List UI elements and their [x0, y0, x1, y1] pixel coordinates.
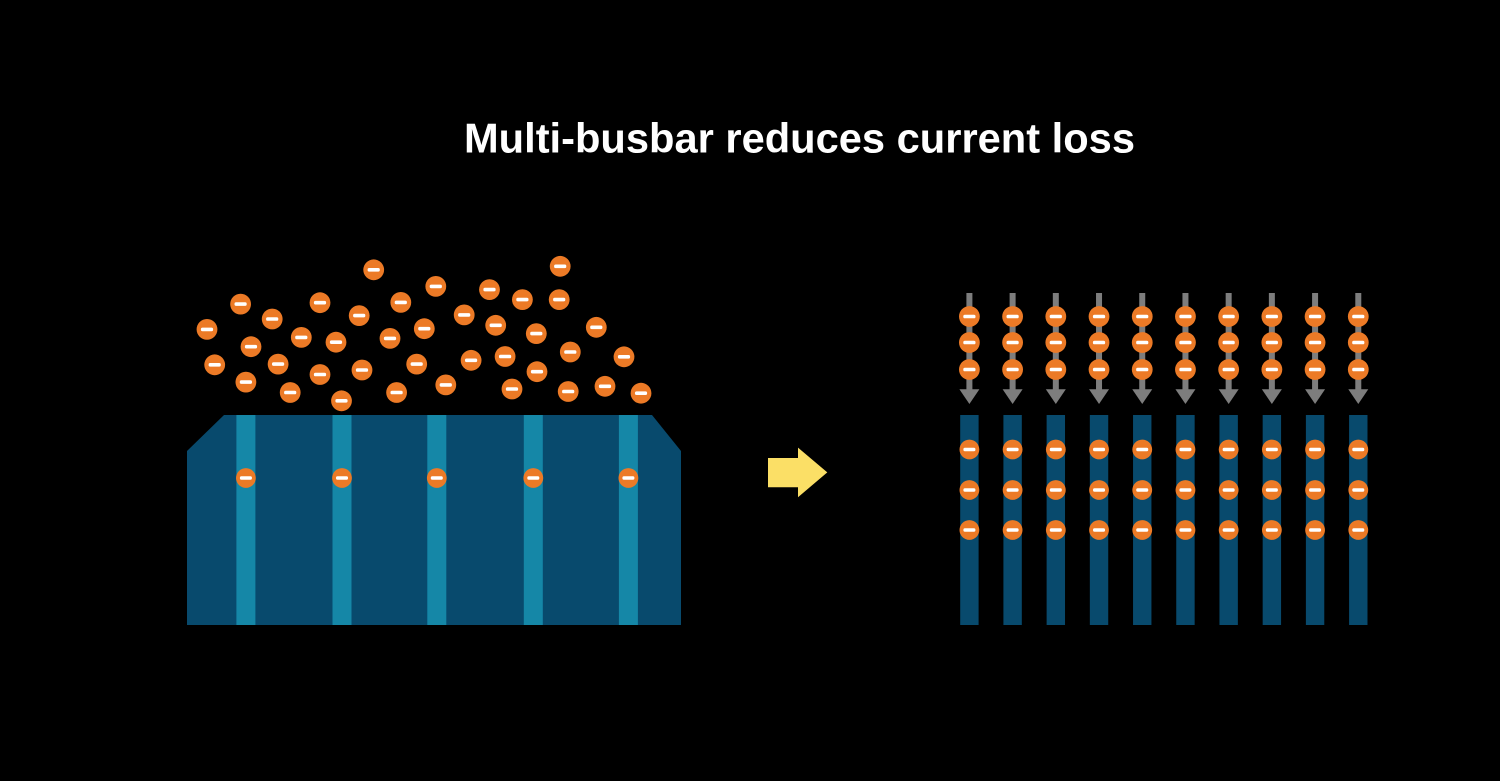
svg-text:Multi-busbar reduces current l: Multi-busbar reduces current loss	[464, 115, 1135, 162]
